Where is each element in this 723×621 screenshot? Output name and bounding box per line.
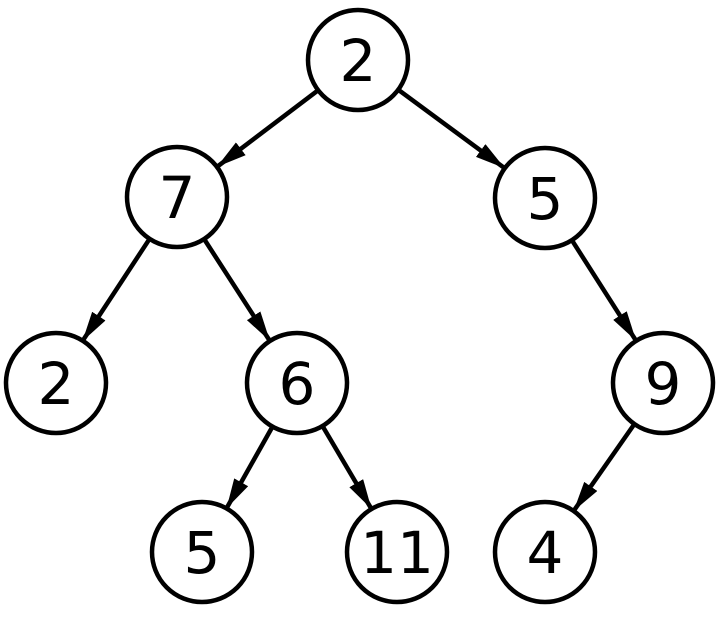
node-circle	[3, 330, 109, 436]
edge-LR-to-LRR	[320, 424, 374, 511]
edge-L-to-LL	[80, 237, 152, 343]
edge-root-to-R	[396, 87, 507, 171]
edge-RR-to-RRL	[571, 422, 637, 513]
node-label: 11	[360, 519, 434, 587]
node-circle	[244, 330, 350, 436]
edge-root-to-L	[215, 88, 320, 169]
node-label: 2	[340, 27, 377, 95]
node-circle	[492, 499, 598, 605]
node-label: 5	[184, 519, 221, 587]
edge-R-to-RR	[570, 238, 638, 343]
node-LRR: 11	[344, 499, 450, 605]
node-root: 2	[305, 7, 411, 113]
node-circle	[610, 330, 716, 436]
node-circle	[344, 499, 450, 605]
node-circle	[305, 7, 411, 113]
node-R: 5	[492, 145, 598, 251]
node-LRL: 5	[149, 499, 255, 605]
tree-nodes: 2 7 5 2 6 9 5	[3, 7, 716, 605]
node-RRL: 4	[492, 499, 598, 605]
node-label: 2	[38, 350, 75, 418]
node-RR: 9	[610, 330, 716, 436]
edge-L-to-LR	[202, 237, 272, 343]
node-circle	[124, 144, 230, 250]
node-label: 6	[279, 350, 316, 418]
node-label: 7	[159, 164, 196, 232]
node-LR: 6	[244, 330, 350, 436]
node-circle	[149, 499, 255, 605]
node-label: 5	[527, 165, 564, 233]
node-L: 7	[124, 144, 230, 250]
node-LL: 2	[3, 330, 109, 436]
tree-edges	[80, 87, 638, 513]
edge-LR-to-LRL	[224, 425, 275, 510]
node-label: 4	[527, 519, 564, 587]
node-circle	[492, 145, 598, 251]
node-label: 9	[645, 350, 682, 418]
